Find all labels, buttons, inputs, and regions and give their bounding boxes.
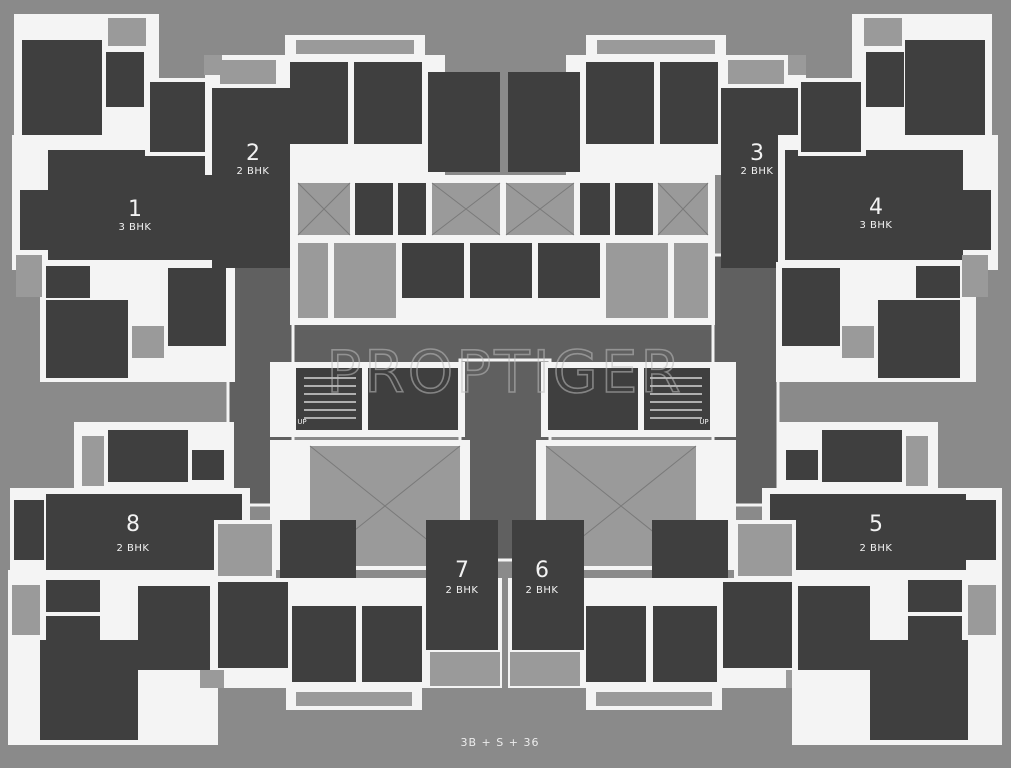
unit-1 xyxy=(12,14,235,382)
unit-4 xyxy=(776,14,998,382)
unit-8 xyxy=(8,422,276,745)
stair-up-label-right: UP xyxy=(699,418,708,426)
unit-2 xyxy=(204,35,500,268)
watermark: PROPTIGER xyxy=(326,338,683,406)
unit-4-number: 4 xyxy=(869,195,883,220)
unit-5-type: 2 BHK xyxy=(860,543,893,554)
unit-2-type: 2 BHK xyxy=(237,166,270,177)
lift-core xyxy=(290,175,715,325)
unit-6-type: 2 BHK xyxy=(526,585,559,596)
floors-note: 3B + S + 36 xyxy=(461,736,540,749)
unit-3-type: 2 BHK xyxy=(741,166,774,177)
unit-7 xyxy=(200,520,502,710)
stair-up-label-left: UP xyxy=(297,418,306,426)
unit-5-number: 5 xyxy=(869,512,883,537)
unit-7-type: 2 BHK xyxy=(446,585,479,596)
unit-2-number: 2 xyxy=(246,141,260,166)
unit-7-number: 7 xyxy=(455,558,469,583)
unit-5 xyxy=(734,422,1002,745)
unit-8-type: 2 BHK xyxy=(117,543,150,554)
unit-6-number: 6 xyxy=(535,558,549,583)
unit-3-number: 3 xyxy=(750,141,764,166)
unit-4-type: 3 BHK xyxy=(860,220,893,231)
unit-8-number: 8 xyxy=(126,512,140,537)
unit-6 xyxy=(508,520,810,710)
unit-1-type: 3 BHK xyxy=(119,222,152,233)
unit-1-number: 1 xyxy=(128,197,142,222)
